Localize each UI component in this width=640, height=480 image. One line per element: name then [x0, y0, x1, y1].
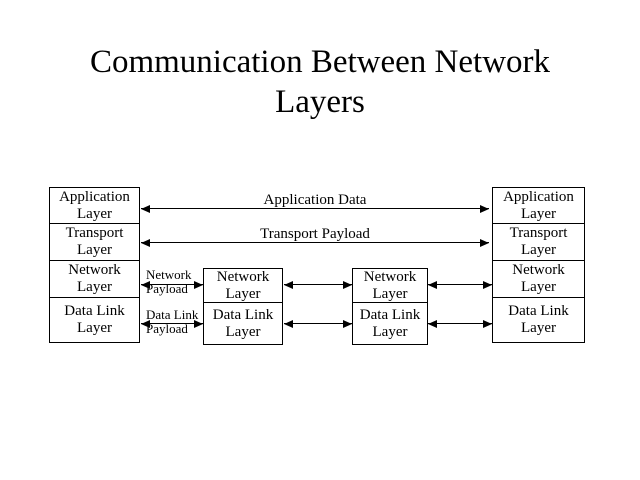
slide-title: Communication Between Network Layers — [89, 44, 551, 120]
layer-box-transport: Transport Layer — [49, 224, 140, 261]
layer-box-network: Network Layer — [203, 268, 283, 303]
application-data-label: Application Data — [263, 192, 367, 208]
data-link-hop-arrow-middle — [284, 320, 352, 328]
layer-box-network: Network Layer — [352, 268, 428, 303]
layer-box-transport: Transport Layer — [492, 224, 585, 261]
protocol-stack-left: Application Layer Transport Layer Networ… — [49, 187, 140, 343]
data-link-payload-label-line2: Payload — [146, 321, 188, 336]
data-link-payload-arrow — [141, 320, 203, 328]
layer-box-application: Application Layer — [49, 187, 140, 224]
transport-payload-arrow — [141, 239, 489, 247]
layer-box-data-link: Data Link Layer — [352, 303, 428, 345]
network-payload-label-line1: Network — [146, 267, 192, 282]
protocol-stack-right: Application Layer Transport Layer Networ… — [492, 187, 585, 343]
data-link-payload-label-line1: Data Link — [146, 307, 199, 322]
layer-box-network: Network Layer — [492, 261, 585, 298]
application-data-arrow — [141, 205, 489, 213]
protocol-stack-middle-right: Network Layer Data Link Layer — [352, 268, 428, 345]
transport-payload-label: Transport Payload — [260, 226, 370, 242]
layer-box-network: Network Layer — [49, 261, 140, 298]
protocol-stack-middle-left: Network Layer Data Link Layer — [203, 268, 283, 345]
network-payload-arrow — [141, 281, 203, 289]
data-link-payload-label: Data Link Payload — [146, 308, 198, 336]
layer-box-data-link: Data Link Layer — [203, 303, 283, 345]
layer-box-data-link: Data Link Layer — [49, 298, 140, 343]
layer-box-application: Application Layer — [492, 187, 585, 224]
network-payload-label: Network Payload — [146, 268, 192, 296]
network-hop-arrow-right — [428, 281, 492, 289]
network-payload-label-line2: Payload — [146, 281, 188, 296]
layer-box-data-link: Data Link Layer — [492, 298, 585, 343]
network-hop-arrow-middle — [284, 281, 352, 289]
data-link-hop-arrow-right — [428, 320, 492, 328]
